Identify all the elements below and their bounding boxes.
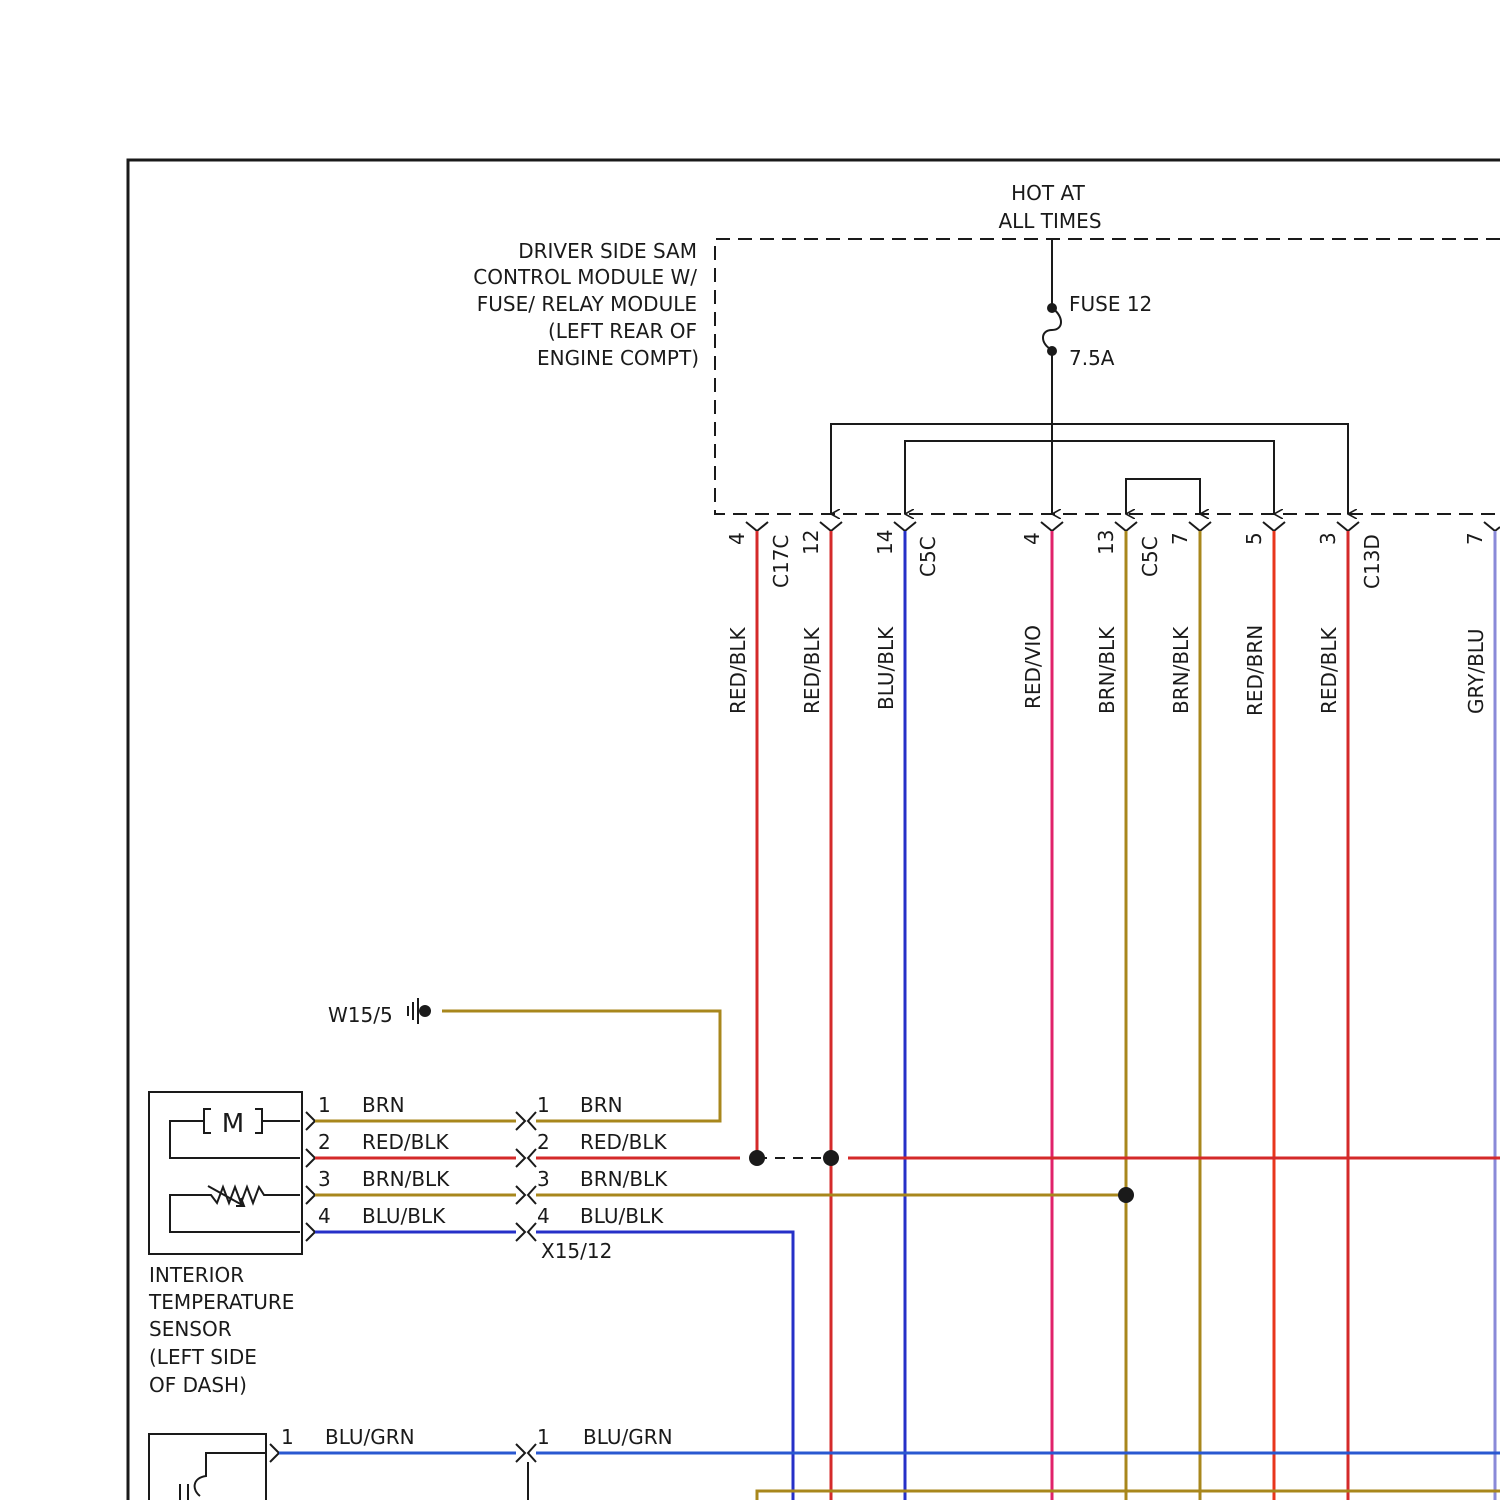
connector-c5c-b: C5C xyxy=(1138,536,1162,577)
x15-pin-1: 1 xyxy=(537,1093,550,1117)
sensor-label-line5: OF DASH) xyxy=(149,1373,247,1397)
bottom-component-contacts xyxy=(180,1484,188,1500)
terminal-hook xyxy=(306,1149,315,1167)
pin-number: 4 xyxy=(1020,532,1044,545)
internal-bus-outer xyxy=(831,424,1348,514)
bottom-pin-left: 1 xyxy=(281,1425,294,1449)
sensor-pin-4: 4 xyxy=(318,1204,331,1228)
pin-number: 7 xyxy=(1463,532,1487,545)
sensor-pin-1: 1 xyxy=(318,1093,331,1117)
sensor-pin-2: 2 xyxy=(318,1130,331,1154)
sam-module-line4: (LEFT REAR OF xyxy=(548,319,697,343)
wire-color-label: RED/VIO xyxy=(1021,625,1045,709)
sam-module-line5: ENGINE COMPT) xyxy=(537,346,699,370)
bottom-component-inner xyxy=(195,1453,266,1496)
x15-wire-color-3: BRN/BLK xyxy=(580,1167,668,1191)
sensor-wire-color-3: BRN/BLK xyxy=(362,1167,450,1191)
wire-blu-blk-4-right xyxy=(536,1232,793,1500)
wire-color-label: BLU/BLK xyxy=(874,626,898,710)
terminal-hook xyxy=(306,1223,315,1241)
sensor-label-line1: INTERIOR xyxy=(149,1263,244,1287)
terminal-hook xyxy=(306,1112,315,1130)
diagram-border xyxy=(128,160,1500,1500)
wire-color-label: GRY/BLU xyxy=(1464,628,1488,714)
wire-color-label: RED/BLK xyxy=(726,626,750,714)
terminal-hook xyxy=(894,522,916,531)
internal-bus-inner xyxy=(905,441,1274,514)
sam-module-line1: DRIVER SIDE SAM xyxy=(518,239,697,263)
fuse-symbol xyxy=(1043,308,1061,350)
ground-icon xyxy=(408,998,418,1024)
wire-color-label: RED/BRN xyxy=(1243,625,1267,716)
sensor-wire-color-1: BRN xyxy=(362,1093,405,1117)
thermistor-symbol xyxy=(170,1186,300,1232)
terminal-hook xyxy=(1337,522,1359,531)
splice-node xyxy=(823,1150,839,1166)
sensor-connector xyxy=(306,1112,315,1241)
terminal-hook xyxy=(1263,522,1285,531)
power-label-line1: HOT AT xyxy=(1011,181,1085,205)
x15-wire-color-4: BLU/BLK xyxy=(580,1204,664,1228)
splice-node xyxy=(1118,1187,1134,1203)
internal-jumper xyxy=(1126,479,1200,514)
fuse-name: FUSE 12 xyxy=(1069,292,1152,316)
x15-pin-4: 4 xyxy=(537,1204,550,1228)
terminal-hook xyxy=(528,1444,536,1462)
sensor-wire-color-4: BLU/BLK xyxy=(362,1204,446,1228)
sensor-label-line4: (LEFT SIDE xyxy=(149,1345,257,1369)
terminal-hook xyxy=(1484,522,1500,531)
wire-brn-bottom xyxy=(757,1491,1500,1500)
terminal-hook xyxy=(270,1444,279,1462)
wire-color-label: BRN/BLK xyxy=(1169,626,1193,714)
ground-node xyxy=(419,1005,431,1017)
terminal-hook xyxy=(516,1444,525,1462)
terminal-hook xyxy=(746,522,768,531)
terminal-hook xyxy=(820,522,842,531)
connector-c5c-a: C5C xyxy=(916,536,940,577)
sam-module-boundary xyxy=(715,239,1500,514)
pin-number: 5 xyxy=(1242,532,1266,545)
power-label-line2: ALL TIMES xyxy=(998,209,1101,233)
connector-c13d: C13D xyxy=(1360,534,1384,589)
pin-number: 14 xyxy=(873,530,897,555)
sensor-label-line2: TEMPERATURE xyxy=(148,1290,294,1314)
connector-c17c: C17C xyxy=(769,535,793,588)
splice-node xyxy=(749,1150,765,1166)
ground-label: W15/5 xyxy=(328,1003,393,1027)
terminal-hook xyxy=(1189,522,1211,531)
pin-number: 13 xyxy=(1094,530,1118,555)
x15-pin-2: 2 xyxy=(537,1130,550,1154)
fuse-rating: 7.5A xyxy=(1069,346,1115,370)
inline-connector-x15-12 xyxy=(516,1112,536,1241)
x15-pin-3: 3 xyxy=(537,1167,550,1191)
connector-x15-12: X15/12 xyxy=(541,1239,612,1263)
pin-number: 4 xyxy=(725,532,749,545)
sam-module-line2: CONTROL MODULE W/ xyxy=(473,265,697,289)
wire-color-label: BRN/BLK xyxy=(1095,626,1119,714)
sensor-wire-color-2: RED/BLK xyxy=(362,1130,450,1154)
pin-number: 12 xyxy=(799,530,823,555)
x15-wire-color-1: BRN xyxy=(580,1093,623,1117)
bottom-wire-color-right: BLU/GRN xyxy=(583,1425,673,1449)
pin-number: 7 xyxy=(1168,532,1192,545)
sam-module-line3: FUSE/ RELAY MODULE xyxy=(477,292,697,316)
bottom-component-box xyxy=(149,1434,266,1500)
terminal-hook xyxy=(306,1186,315,1204)
terminal-hook xyxy=(1115,522,1137,531)
terminal-hook xyxy=(1041,522,1063,531)
wire-color-label: RED/BLK xyxy=(1317,626,1341,714)
x15-wire-color-2: RED/BLK xyxy=(580,1130,668,1154)
wire-color-label: RED/BLK xyxy=(800,626,824,714)
connector-terminals xyxy=(746,522,1500,531)
motor-label: M xyxy=(222,1109,244,1139)
sensor-pin-3: 3 xyxy=(318,1167,331,1191)
pin-number: 3 xyxy=(1316,532,1340,545)
bottom-wire-color-left: BLU/GRN xyxy=(325,1425,415,1449)
bottom-pin-right: 1 xyxy=(537,1425,550,1449)
sensor-label-line3: SENSOR xyxy=(149,1317,232,1341)
